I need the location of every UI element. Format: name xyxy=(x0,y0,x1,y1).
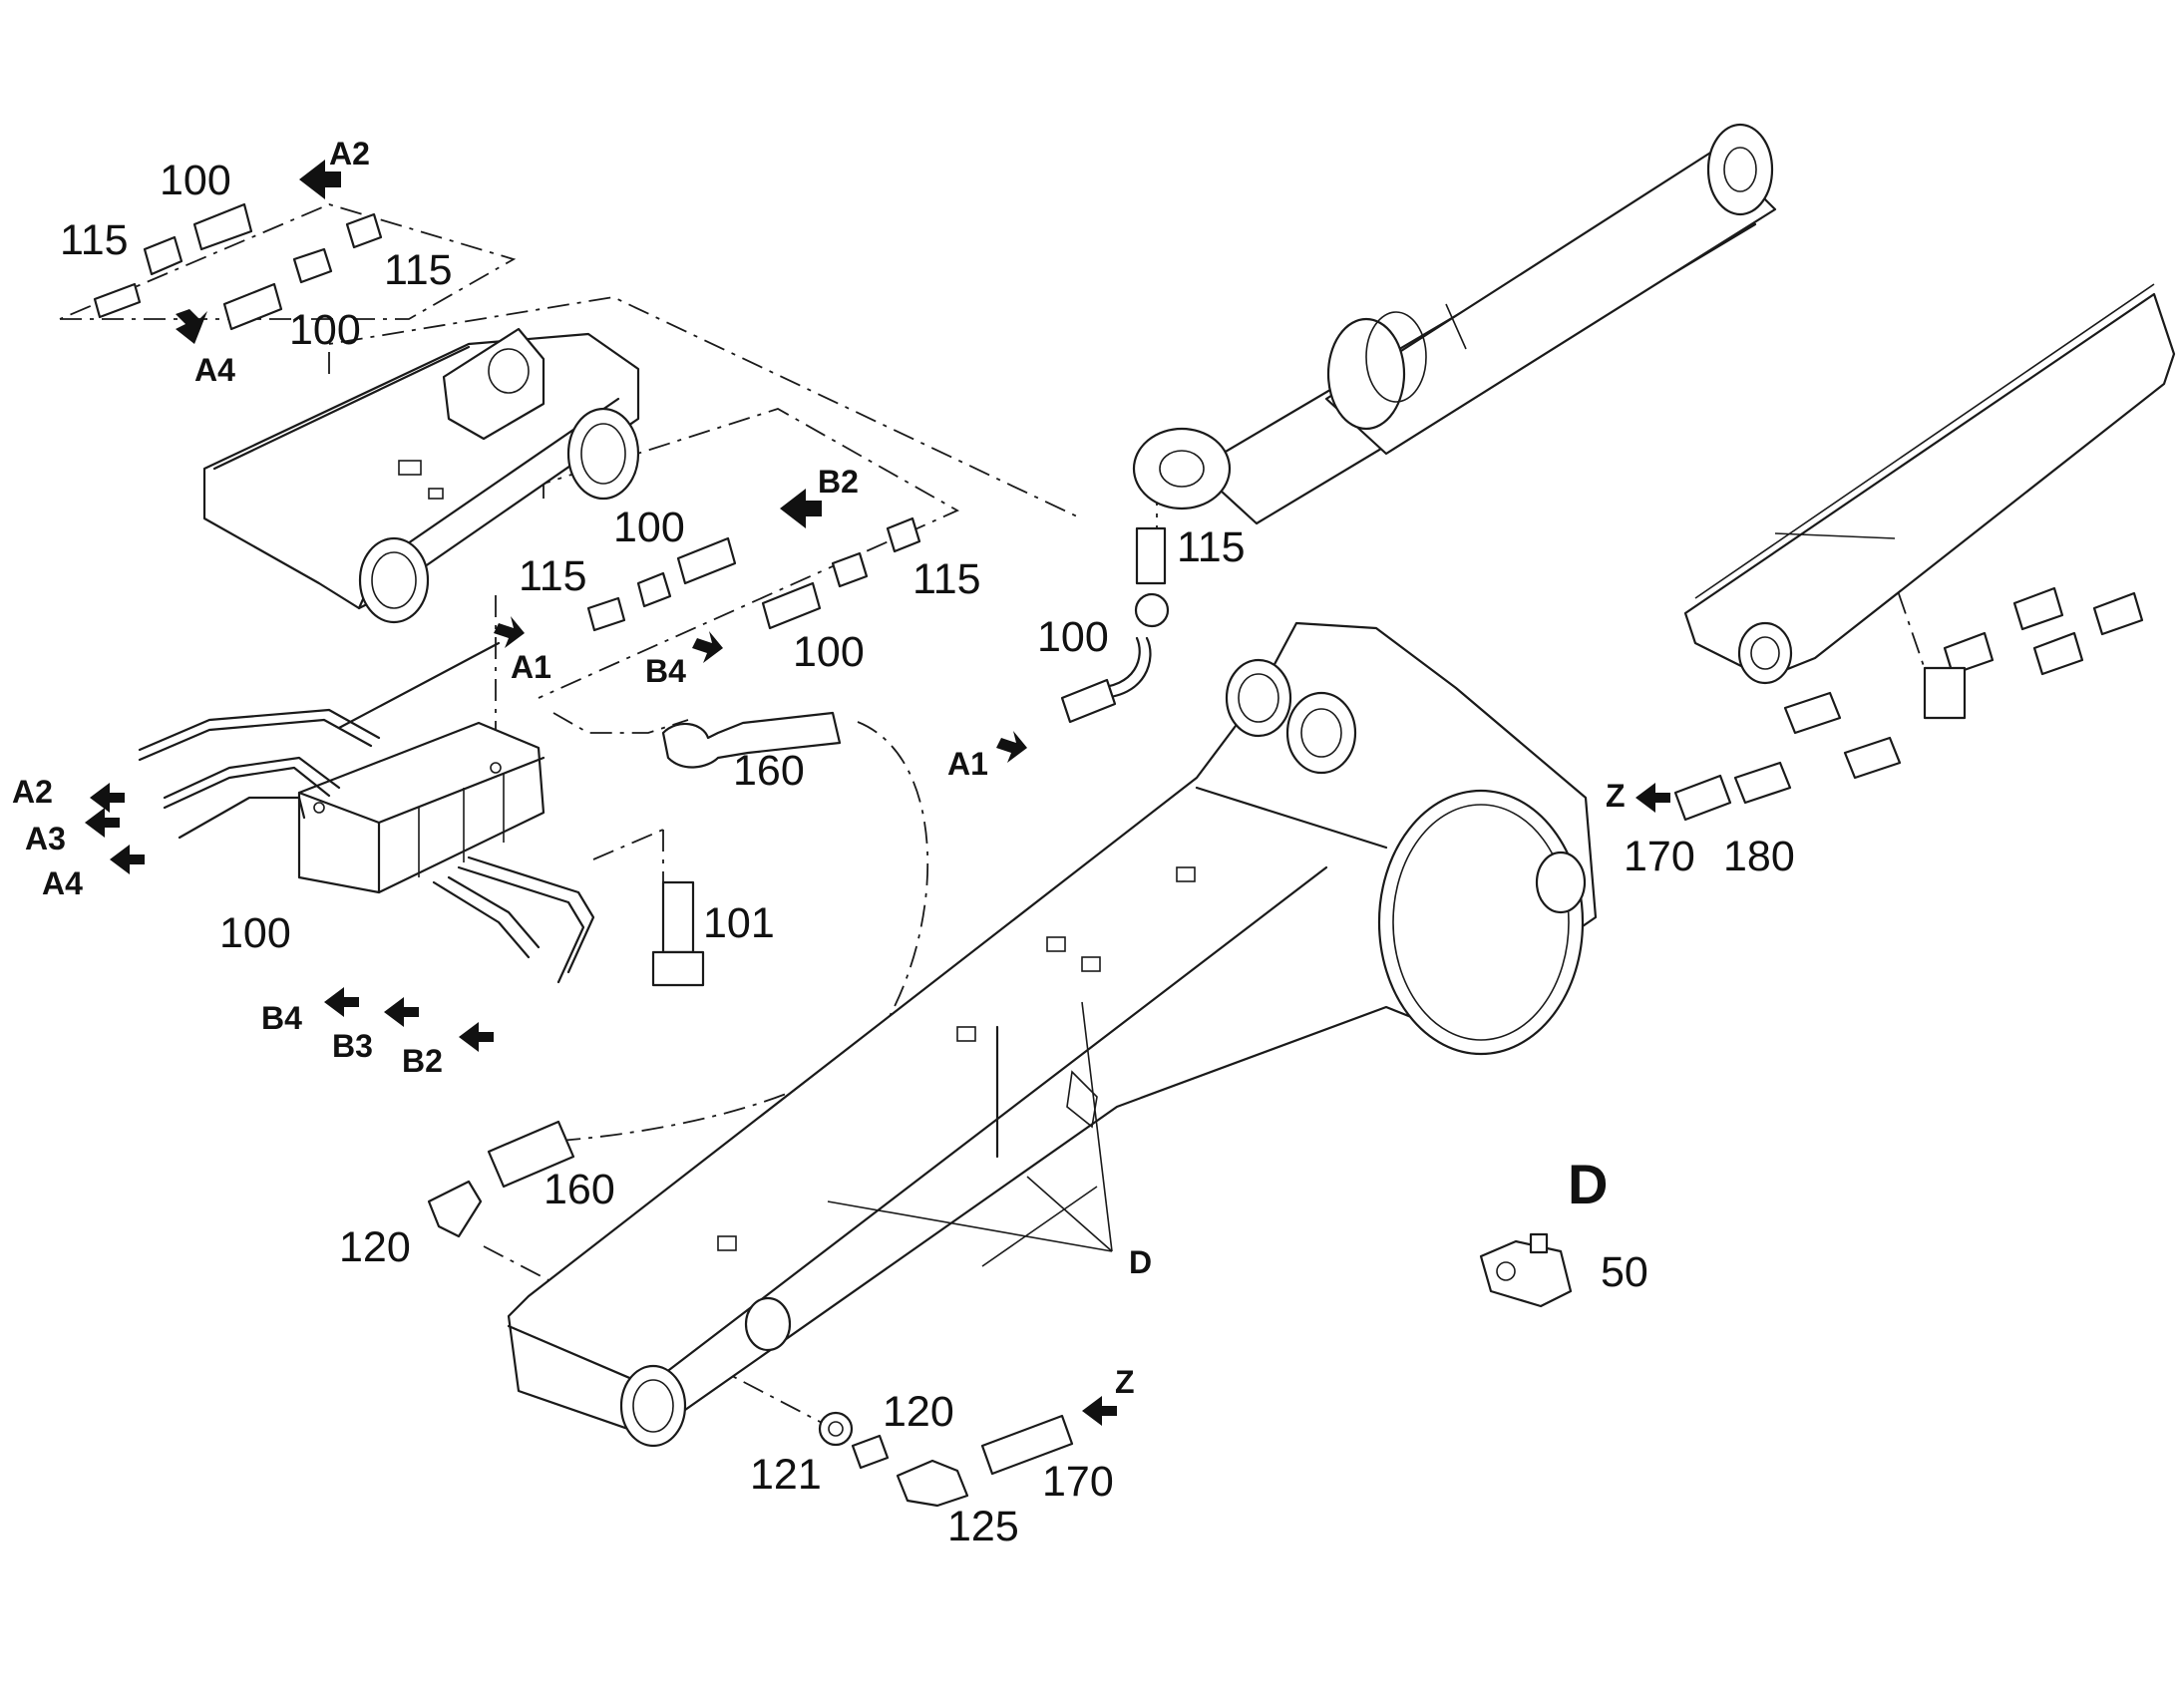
callout-101: 101 xyxy=(703,899,775,947)
callout-121: 121 xyxy=(750,1451,822,1499)
valve-block-drawing xyxy=(297,721,545,894)
detail-d-part-drawing xyxy=(1479,1232,1573,1308)
callout-170: 170 xyxy=(1042,1458,1114,1506)
callout-115: 115 xyxy=(519,552,587,600)
hydraulic-cylinder-drawing xyxy=(1132,123,1777,525)
flow-label-a1: A1 xyxy=(947,746,988,782)
callout-170: 170 xyxy=(1624,833,1695,880)
flow-label-a2: A2 xyxy=(329,136,370,171)
detail-d-title: D xyxy=(1568,1153,1609,1215)
callout-160: 160 xyxy=(544,1166,615,1213)
callout-100: 100 xyxy=(1037,613,1109,661)
hose-lines xyxy=(138,636,1152,984)
bolt-101-drawing xyxy=(651,880,705,987)
flow-label-a4: A4 xyxy=(42,865,83,901)
callout-100: 100 xyxy=(219,909,291,957)
flow-label-b2: B2 xyxy=(402,1043,443,1079)
fittings xyxy=(93,202,2144,1508)
callout-180: 180 xyxy=(1723,833,1795,880)
callout-115: 115 xyxy=(912,555,981,603)
callout-100: 100 xyxy=(613,504,685,551)
flow-label-a1: A1 xyxy=(511,649,551,685)
callout-115: 115 xyxy=(1177,523,1246,571)
callout-100: 100 xyxy=(160,157,231,204)
flow-arrows xyxy=(85,160,1670,1426)
callout-100: 100 xyxy=(289,306,361,354)
flow-label-a2: A2 xyxy=(12,774,53,810)
detail-reference-d: D xyxy=(1129,1244,1153,1280)
callout-120: 120 xyxy=(883,1388,954,1436)
link-bracket-drawing xyxy=(202,327,640,624)
leader-lines xyxy=(59,203,1936,1427)
flow-label-b3: B3 xyxy=(332,1028,373,1064)
callout-100: 100 xyxy=(793,628,865,676)
flow-label-a3: A3 xyxy=(25,821,66,856)
callout-115: 115 xyxy=(60,216,129,264)
flow-label-z: Z xyxy=(1115,1364,1135,1400)
callout-125: 125 xyxy=(947,1503,1019,1550)
callout-115: 115 xyxy=(384,246,453,294)
callout-50: 50 xyxy=(1601,1248,1648,1296)
flow-label-a4: A4 xyxy=(194,352,235,388)
flow-label-b2: B2 xyxy=(818,464,859,500)
extension-arm-drawing xyxy=(1683,283,2176,685)
flow-label-b4: B4 xyxy=(261,1000,302,1036)
flow-label-z: Z xyxy=(1606,778,1626,814)
flow-label-b4: B4 xyxy=(645,653,686,689)
callout-160: 160 xyxy=(733,747,805,795)
callout-120: 120 xyxy=(339,1223,411,1271)
boom-drawing xyxy=(507,621,1598,1448)
